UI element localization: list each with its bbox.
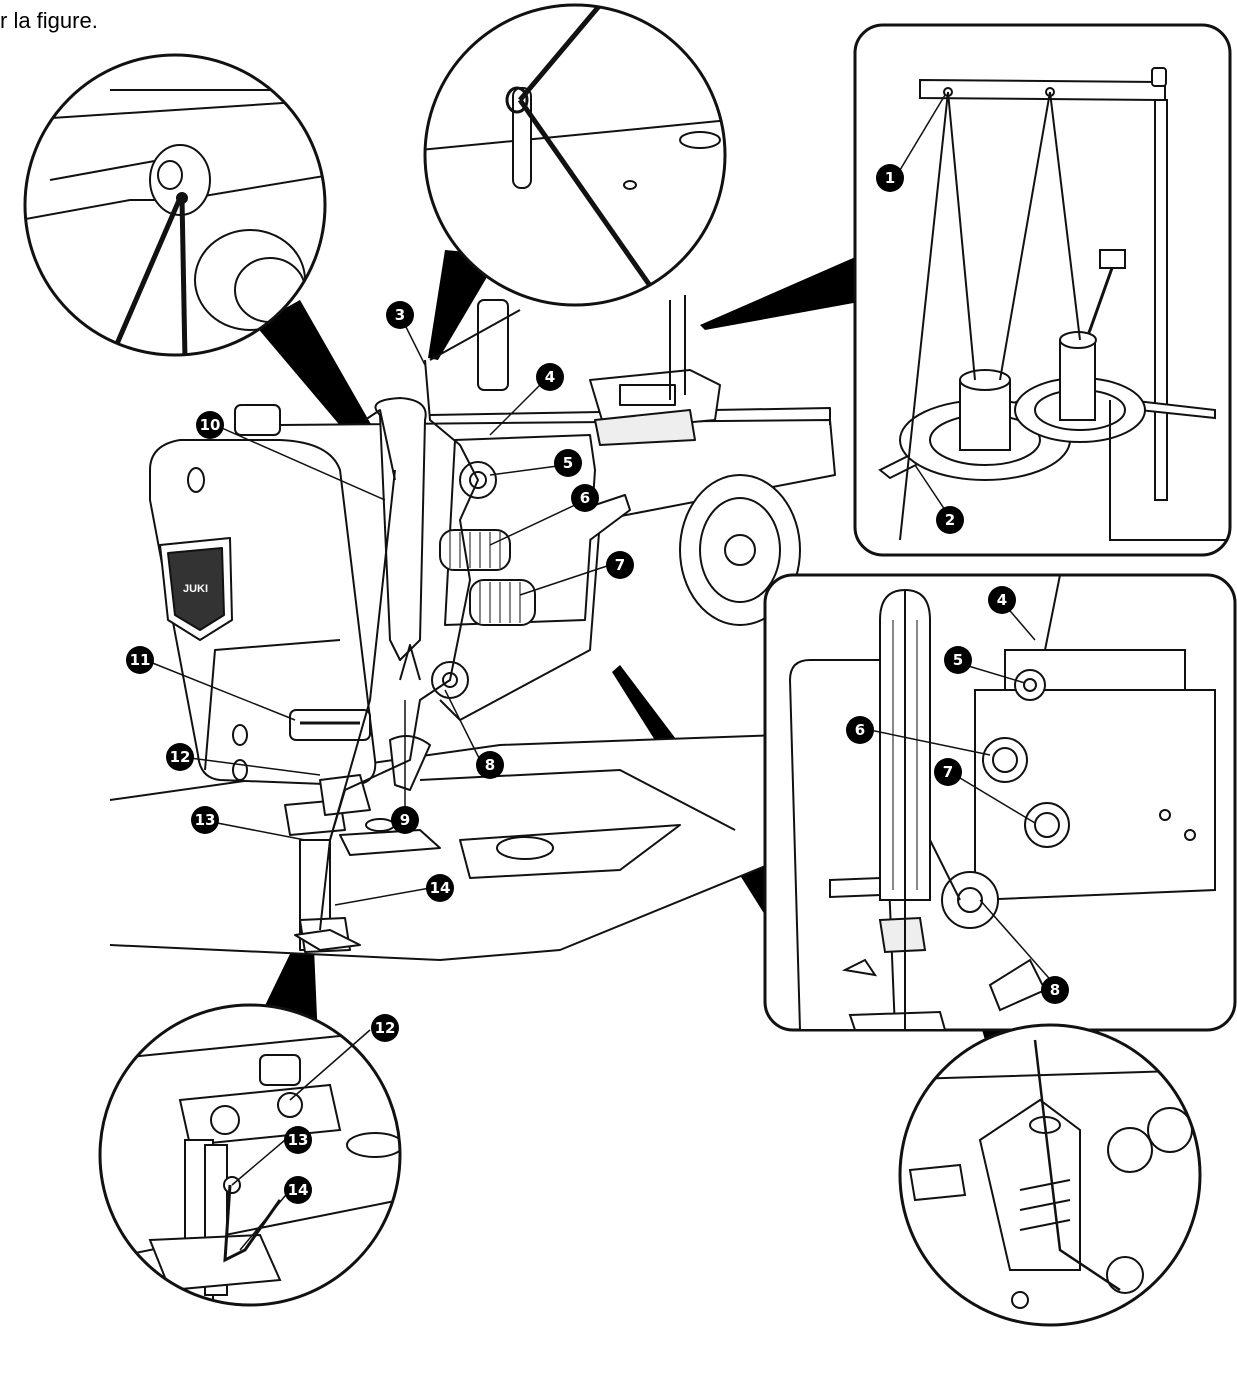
callout-right-7: 7 — [934, 758, 962, 786]
caption-text: r la figure. — [0, 8, 98, 33]
svg-text:9: 9 — [400, 811, 410, 829]
callout-right-8: 8 — [1041, 976, 1069, 1004]
svg-text:13: 13 — [195, 811, 216, 829]
leader-lines — [144, 94, 1056, 1251]
thread-path-main — [319, 309, 521, 931]
detail-thread-guide-lower — [898, 1023, 1202, 1327]
callout-14: 14 — [426, 874, 454, 902]
svg-text:3: 3 — [395, 306, 405, 324]
svg-text:11: 11 — [130, 651, 151, 669]
svg-text:7: 7 — [615, 556, 625, 574]
callout-7: 7 — [606, 551, 634, 579]
callout-10: 10 — [196, 411, 224, 439]
svg-text:14: 14 — [430, 879, 451, 897]
svg-text:5: 5 — [953, 651, 963, 669]
callout-2: 2 — [936, 506, 964, 534]
svg-text:14: 14 — [288, 1181, 309, 1199]
callout-4: 4 — [536, 363, 564, 391]
svg-text:10: 10 — [200, 416, 221, 434]
callout-9: 9 — [391, 806, 419, 834]
svg-text:6: 6 — [855, 721, 865, 739]
detail-needle-area — [98, 1003, 402, 1307]
svg-text:8: 8 — [485, 756, 495, 774]
svg-text:4: 4 — [997, 591, 1007, 609]
svg-text:13: 13 — [288, 1131, 309, 1149]
detail-tension-assembly — [763, 573, 1237, 1032]
svg-text:1: 1 — [885, 169, 895, 187]
callout-right-5: 5 — [944, 646, 972, 674]
callout-12: 12 — [166, 743, 194, 771]
callout-13: 13 — [191, 806, 219, 834]
svg-text:5: 5 — [563, 454, 573, 472]
sewing-machine-main: JUKI — [109, 295, 836, 961]
callout-11: 11 — [126, 646, 154, 674]
callout-right-6: 6 — [846, 716, 874, 744]
svg-text:4: 4 — [545, 368, 555, 386]
detail-spool-stand — [853, 23, 1232, 557]
svg-text:8: 8 — [1050, 981, 1060, 999]
callout-8: 8 — [476, 751, 504, 779]
svg-text:7: 7 — [943, 763, 953, 781]
callout-5: 5 — [554, 449, 582, 477]
svg-text:6: 6 — [580, 489, 590, 507]
callout-6: 6 — [571, 484, 599, 512]
callout-3: 3 — [386, 301, 414, 329]
svg-text:12: 12 — [375, 1019, 396, 1037]
callout-bottom-14: 14 — [284, 1176, 312, 1204]
detail-spool-guide — [423, 3, 727, 307]
detail-thread-guide — [23, 53, 327, 357]
callout-markers: 1 2 3 4 5 6 7 8 9 10 11 12 13 14 4 5 6 7… — [126, 164, 1069, 1204]
callout-1: 1 — [876, 164, 904, 192]
callout-bottom-13: 13 — [284, 1126, 312, 1154]
svg-text:12: 12 — [170, 748, 191, 766]
callout-right-4: 4 — [988, 586, 1016, 614]
callout-bottom-12: 12 — [371, 1014, 399, 1042]
brand-label: JUKI — [183, 583, 208, 595]
svg-text:2: 2 — [945, 511, 955, 529]
